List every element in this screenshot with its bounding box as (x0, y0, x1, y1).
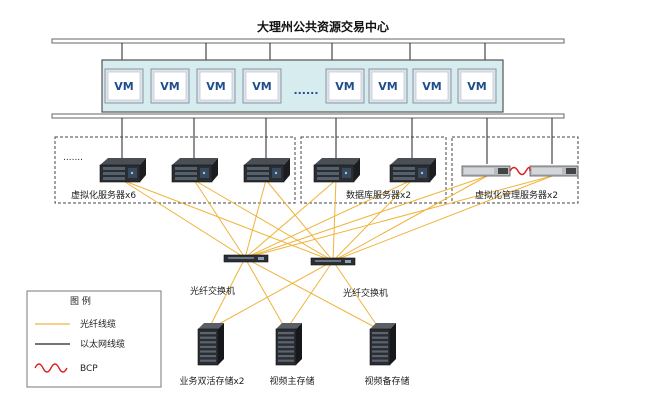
vm-label: VM (160, 80, 179, 93)
storage-tower (275, 323, 302, 366)
vm-instances: VM VM VM VM VM VM VM VM (104, 68, 497, 104)
storage-video-backup-label: 视频备存储 (364, 375, 409, 387)
middle-network-bus (51, 113, 565, 119)
mgmt-server-1 (461, 165, 511, 177)
fiber-switch-left (223, 254, 269, 263)
rack-server (243, 158, 290, 183)
switch-right-label: 光纤交换机 (343, 287, 388, 299)
storage-video-main-label: 视频主存储 (269, 375, 314, 387)
rack-server (313, 158, 360, 183)
virt-server-group (54, 136, 296, 204)
diagram-title: 大理州公共资源交易中心 (257, 19, 389, 34)
top-network-bus (51, 38, 565, 44)
server-groups (54, 136, 579, 204)
rack-servers (99, 158, 436, 183)
vm-box: VM (325, 68, 365, 104)
fiber-switch-right (310, 257, 356, 266)
db-servers-label: 数据库服务器x2 (346, 189, 411, 201)
vm-label: VM (114, 80, 133, 93)
legend-ethernet-label: 以太网线缆 (80, 338, 125, 350)
vm-box: VM (368, 68, 408, 104)
vm-label: VM (467, 80, 486, 93)
vm-label: VM (335, 80, 354, 93)
fiber-cables (121, 175, 553, 331)
vm-box: VM (104, 68, 144, 104)
vm-label: VM (422, 80, 441, 93)
legend-bcp-swatch (34, 363, 68, 373)
vm-label: VM (252, 80, 271, 93)
storage-tower (369, 323, 396, 366)
rack-server (99, 158, 146, 183)
vm-ellipsis: ...... (293, 84, 318, 97)
mgmt-server-2 (529, 165, 579, 177)
bus-to-vm-links (121, 43, 486, 60)
storage-dual-active-label: 业务双活存储x2 (179, 375, 244, 387)
switch-left-label: 光纤交换机 (190, 285, 235, 297)
mgmt-servers-label: 虚拟化管理服务器x2 (475, 189, 558, 201)
vm-label: VM (378, 80, 397, 93)
vm-box: VM (242, 68, 282, 104)
bcp-link (509, 166, 531, 176)
storage-devices (197, 323, 396, 366)
rack-server (171, 158, 218, 183)
legend-bcp-label: BCP (80, 364, 98, 374)
db-server-group (300, 136, 447, 204)
legend-fiber-label: 光纤线缆 (80, 318, 116, 330)
legend: 图 例 光纤线缆 以太网线缆 BCP (26, 290, 162, 388)
virt-ellipsis: ....... (63, 153, 83, 163)
mgmt-server-group (451, 136, 579, 204)
storage-tower (197, 323, 224, 366)
rack-server (389, 158, 436, 183)
vm-box: VM (150, 68, 190, 104)
legend-title: 图 例 (70, 295, 91, 307)
vm-box: VM (412, 68, 452, 104)
virt-servers-label: 虚拟化服务器x6 (71, 189, 136, 201)
vm-box: VM (196, 68, 236, 104)
vm-label: VM (206, 80, 225, 93)
vm-box: VM (457, 68, 497, 104)
bus-to-server-links (121, 118, 553, 164)
